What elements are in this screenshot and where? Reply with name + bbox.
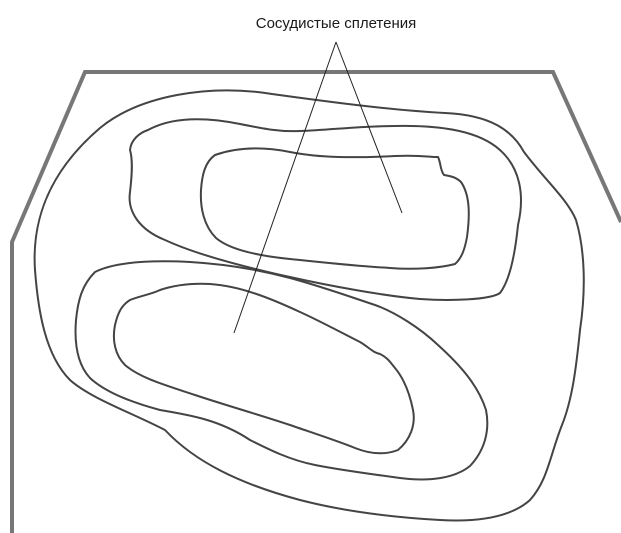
leader-line-lower xyxy=(233,41,337,334)
lower-plexus-outer-contour xyxy=(74,260,489,481)
outer-frame xyxy=(10,70,621,533)
lower-plexus-inner-contour xyxy=(112,282,415,455)
callout-label: Сосудистые сплетения xyxy=(256,15,417,32)
upper-plexus-inner-contour xyxy=(199,147,470,270)
upper-plexus-outer-contour xyxy=(128,118,522,301)
outer-contour xyxy=(33,89,585,522)
leader-line-upper xyxy=(335,41,403,214)
